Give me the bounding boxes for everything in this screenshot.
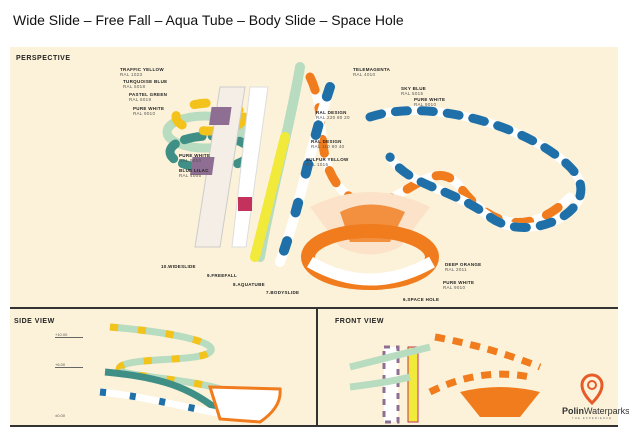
document-title: Wide Slide – Free Fall – Aqua Tube – Bod…	[13, 12, 404, 28]
section-divider	[10, 307, 618, 309]
slides-illustration	[99, 62, 604, 424]
side-view-drawing	[99, 323, 282, 424]
level-marker: +10.00	[55, 332, 83, 338]
slide-label: 9.FREEFALL	[207, 273, 238, 278]
level-marker: +6.00	[55, 362, 83, 368]
space-hole	[301, 192, 439, 290]
perspective-heading: PERSPECTIVE	[16, 55, 71, 62]
coil-yellow	[171, 98, 249, 136]
slide-label: 7.BODYSLIDE	[266, 290, 300, 295]
level-marker: ±0.00	[55, 413, 65, 418]
slide-label: 6.SPACE HOLE	[403, 297, 440, 302]
front-view-heading: FRONT VIEW	[335, 318, 384, 325]
section-divider	[316, 309, 318, 425]
side-view-heading: SIDE VIEW	[14, 318, 55, 325]
coil-green	[162, 111, 248, 153]
slide-label: 8.AQUATUBE	[233, 282, 265, 287]
polin-logo-icon	[580, 373, 604, 406]
front-view-drawing	[349, 333, 542, 424]
slide-label: 10.WIDESLIDE	[161, 264, 196, 269]
polin-logo: PolinWaterparks THE EXPERIENCE	[562, 406, 629, 420]
wide-slide	[190, 86, 269, 248]
